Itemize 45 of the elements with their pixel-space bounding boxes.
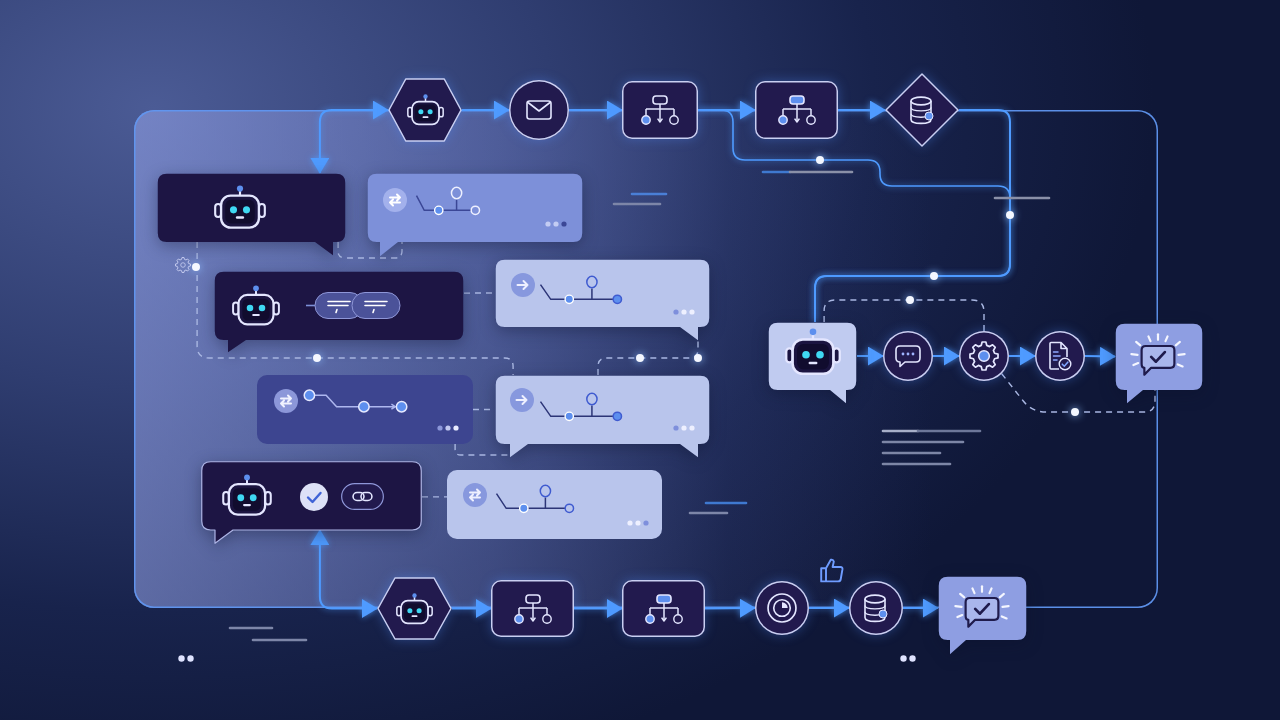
dashed-line xyxy=(421,496,448,498)
arrow xyxy=(451,599,492,618)
dashed-line xyxy=(196,241,514,376)
circle-node xyxy=(1035,331,1085,381)
process-box xyxy=(622,81,698,139)
arrow xyxy=(310,529,378,618)
hexagon-node xyxy=(377,577,452,640)
dashed-line xyxy=(337,241,403,259)
arrow xyxy=(568,100,623,120)
arrow xyxy=(837,100,886,120)
chat-bubble xyxy=(1115,323,1203,404)
arrow xyxy=(808,598,850,618)
process-box xyxy=(755,81,838,139)
circle-node xyxy=(755,581,809,635)
message-card xyxy=(257,375,473,444)
panel-frame xyxy=(134,110,1158,608)
decision-diamond xyxy=(885,73,959,147)
chat-bubble xyxy=(214,271,464,353)
arrow xyxy=(704,598,756,618)
dashed-line xyxy=(597,340,699,376)
circle-node xyxy=(849,581,903,635)
dashed-line xyxy=(1001,373,1156,413)
arrow xyxy=(1084,346,1116,366)
process-box xyxy=(622,580,705,637)
chat-bubble xyxy=(201,461,422,544)
arrow xyxy=(902,598,939,618)
dashed-line xyxy=(823,299,985,332)
arrow xyxy=(461,100,510,120)
circle-node xyxy=(509,80,569,140)
arrow xyxy=(932,346,960,366)
chat-bubble xyxy=(157,173,346,256)
arrow xyxy=(1008,346,1036,366)
arrow xyxy=(856,346,884,366)
circle-node xyxy=(883,331,933,381)
arrow xyxy=(573,599,623,618)
chat-bubble xyxy=(367,173,583,257)
arrow xyxy=(310,100,389,174)
hexagon-node xyxy=(388,78,462,142)
chat-bubble xyxy=(768,322,857,404)
chat-bubble xyxy=(495,259,710,341)
message-card xyxy=(447,470,662,539)
chat-bubble xyxy=(495,375,710,458)
process-box xyxy=(491,580,574,637)
chat-bubble xyxy=(938,576,1027,655)
circle-node xyxy=(959,331,1009,381)
